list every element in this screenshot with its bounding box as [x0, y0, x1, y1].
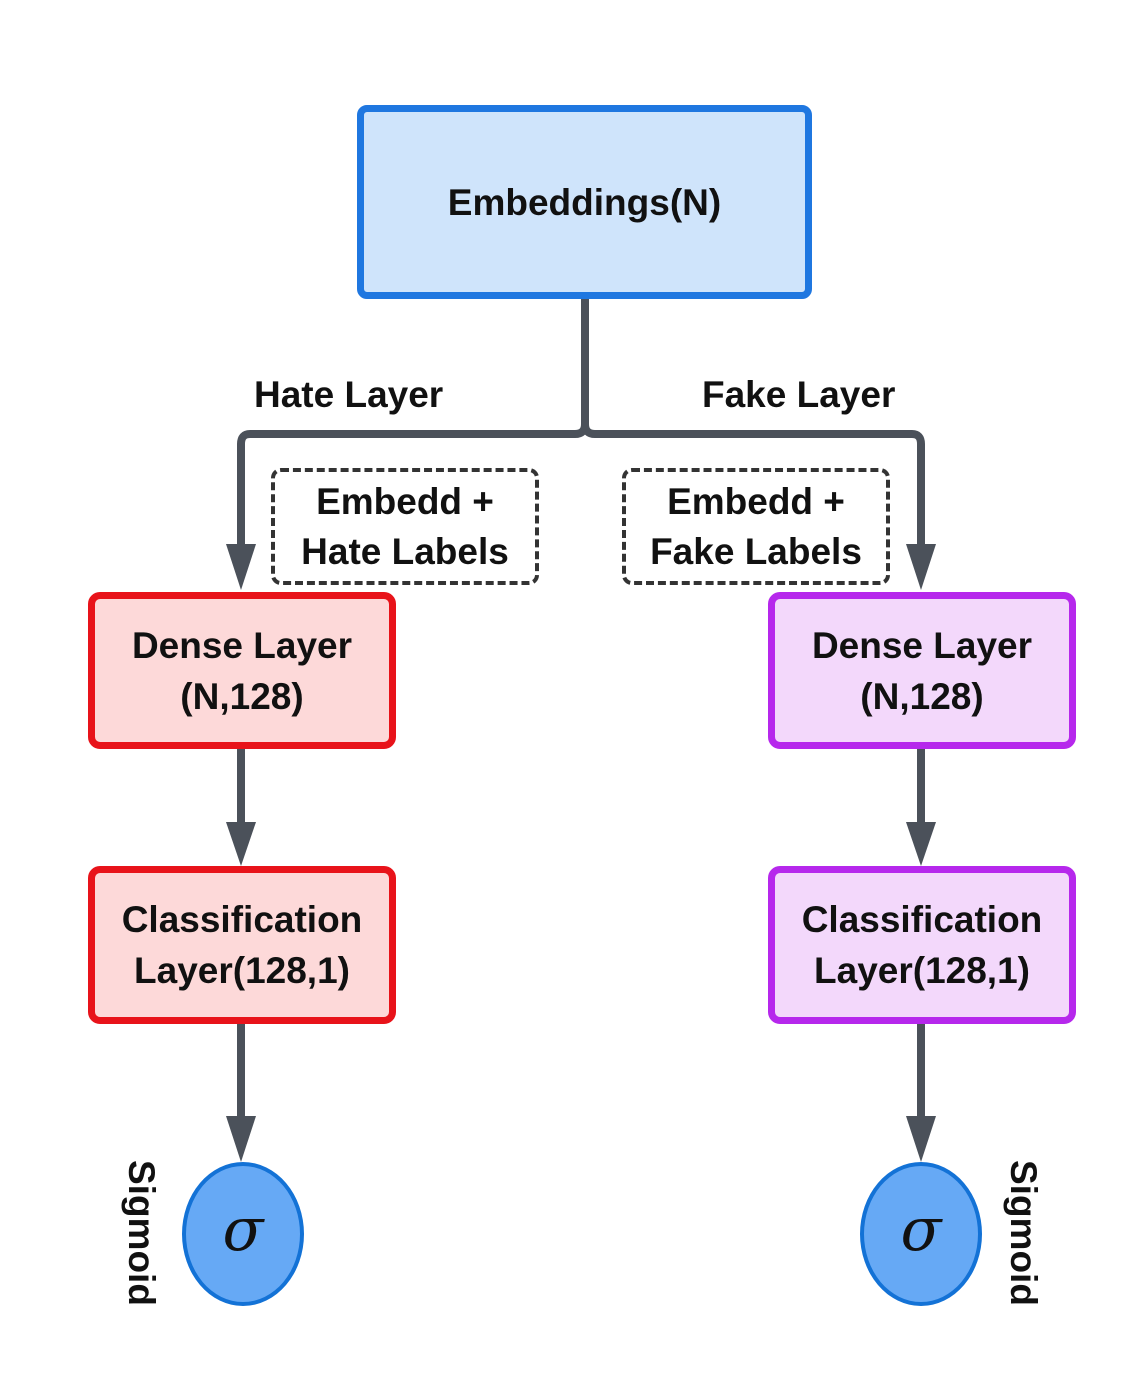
fake-dense-line-2: (N,128): [860, 675, 984, 717]
fake-classification-layer-box: Classification Layer(128,1): [768, 866, 1076, 1024]
fake-class-line-2: Layer(128,1): [814, 950, 1030, 991]
fake-sigmoid-node: σ: [860, 1162, 982, 1306]
fake-layer-label: Fake Layer: [702, 374, 896, 415]
fake-arrowhead-2: [906, 822, 936, 866]
fake-labels-note: Embedd + Fake Labels: [622, 468, 890, 585]
sigma-symbol: σ: [222, 1195, 264, 1265]
sigma-symbol: σ: [900, 1195, 942, 1265]
hate-sigmoid-node: σ: [182, 1162, 304, 1306]
hate-arrowhead-3: [226, 1116, 256, 1162]
hate-sigmoid-label: Sigmoid: [121, 1160, 162, 1306]
hate-labels-note: Embedd + Hate Labels: [271, 468, 539, 585]
hate-dense-line-1: Dense Layer: [131, 624, 353, 666]
fake-note-line-2: Fake Labels: [650, 530, 862, 572]
hate-class-line-2: Layer(128,1): [134, 950, 350, 991]
embeddings-box: Embeddings(N): [357, 105, 812, 299]
embeddings-label: Embeddings(N): [447, 181, 722, 223]
hate-dense-layer-box: Dense Layer (N,128): [88, 592, 396, 749]
hate-dense-line-2: (N,128): [180, 675, 304, 717]
fake-sigmoid-label: Sigmoid: [1003, 1160, 1044, 1306]
fake-arrowhead-3: [906, 1116, 936, 1162]
hate-class-line-1: Classification: [121, 899, 363, 940]
fake-note-line-1: Embedd +: [667, 480, 845, 522]
hate-arrowhead-1: [226, 544, 256, 590]
fake-arrowhead-1: [906, 544, 936, 590]
hate-arrowhead-2: [226, 822, 256, 866]
hate-layer-label: Hate Layer: [254, 374, 444, 415]
fake-dense-layer-box: Dense Layer (N,128): [768, 592, 1076, 749]
hate-note-line-2: Hate Labels: [301, 530, 509, 572]
root-connector-right: [581, 423, 925, 548]
fake-dense-line-1: Dense Layer: [811, 624, 1033, 666]
fake-class-line-1: Classification: [801, 899, 1043, 940]
hate-note-line-1: Embedd +: [316, 480, 494, 522]
hate-classification-layer-box: Classification Layer(128,1): [88, 866, 396, 1024]
